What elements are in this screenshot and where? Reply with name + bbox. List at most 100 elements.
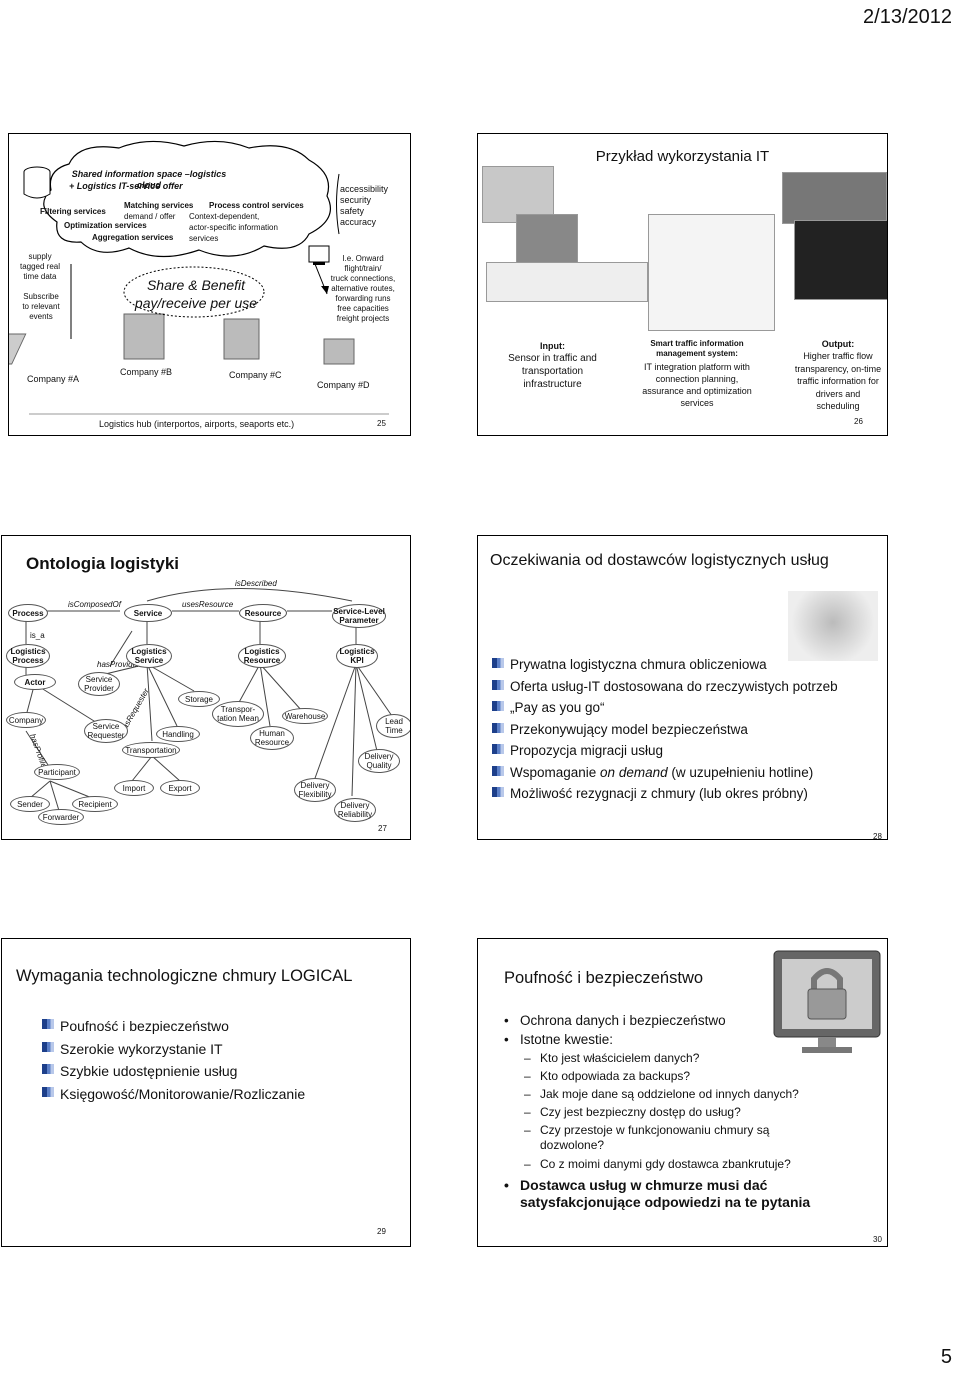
node-recipient: Recipient — [72, 796, 118, 812]
context-label: Context-dependent, — [189, 212, 260, 221]
edge-usesresource: usesResource — [182, 600, 234, 609]
sub-bullet-3: –Jak moje dane są oddzielone od innych d… — [524, 1087, 799, 1101]
page-number: 5 — [940, 1346, 952, 1368]
edge-iscomposedof: isComposedOf — [68, 600, 121, 609]
right-bottom-7: freight projects — [336, 314, 390, 323]
slide-number-27: 27 — [378, 824, 387, 833]
node-transport-means: Transpor-tation Mean — [212, 701, 264, 727]
node-warehouse: Warehouse — [282, 708, 328, 724]
node-company: Company — [6, 712, 46, 728]
aggregation-label: Aggregation services — [92, 233, 174, 242]
slide-28-bullets: Prywatna logistyczna chmura obliczeniowa… — [492, 654, 838, 805]
process-control-label: Process control services — [209, 201, 304, 210]
sub-bullet-1: –Kto jest właścicielem danych? — [524, 1051, 700, 1065]
slide-30: Poufność i bezpieczeństwo •Ochrona danyc… — [477, 938, 888, 1247]
node-resource: Resource — [239, 604, 287, 622]
sub-bullet-5: –Czy przestoje w funkcjonowaniu chmury s… — [524, 1123, 770, 1152]
bullet-2: Oferta usług-IT dostosowana do rzeczywis… — [492, 676, 838, 698]
sub-bullets: –Kto jest właścicielem danych? –Kto odpo… — [504, 1049, 804, 1173]
smart-title: Smart traffic information management sys… — [650, 339, 744, 358]
node-logistics-resource: Logistics Resource — [238, 644, 286, 668]
bullet-1: Prywatna logistyczna chmura obliczeniowa — [492, 654, 838, 676]
filtering-label: Filtering services — [40, 207, 106, 216]
node-process: Process — [8, 604, 48, 622]
sub-bullet-4-text: Czy jest bezpieczny dostęp do usług? — [540, 1105, 741, 1119]
slide-28-title: Oczekiwania od dostawców logistycznych u… — [490, 552, 829, 569]
slide-27-title: Ontologia logistyki — [26, 554, 180, 573]
right-bottom-5: forwarding runs — [335, 294, 391, 303]
lock-monitor-image — [770, 949, 885, 1057]
satellite-image — [516, 214, 578, 271]
share-benefit: Share & Benefit pay/receive per use — [121, 276, 271, 312]
right-top-3: safety — [340, 206, 365, 216]
actor-specific-label: actor-specific information — [189, 223, 278, 232]
bullet-1: •Ochrona danych i bezpieczeństwo — [504, 1013, 726, 1028]
node-export: Export — [160, 780, 200, 796]
right-top-2: security — [340, 195, 372, 205]
slide-30-title: Poufność i bezpieczeństwo — [504, 969, 704, 987]
node-service-provider: Service Provider — [78, 672, 120, 696]
sub-bullet-6-text: Co z moimi danymi gdy dostawca zbankrutu… — [540, 1157, 791, 1171]
sub-bullet-5-text: Czy przestoje w funkcjonowaniu chmury są… — [540, 1123, 770, 1152]
node-actor: Actor — [14, 674, 56, 690]
node-participant: Participant — [34, 764, 80, 780]
road-sign-image — [782, 172, 887, 224]
node-lead-time: Lead Time — [376, 714, 410, 738]
bullet-4: Księgowość/Monitorowanie/Rozliczanie — [42, 1083, 305, 1106]
bullet-2-text: Istotne kwestie: — [520, 1032, 614, 1047]
slide-29-bullets: Poufność i bezpieczeństwo Szerokie wykor… — [42, 1015, 305, 1105]
slide-29: Wymagania technologiczne chmury LOGICAL … — [1, 938, 411, 1247]
supply-line-3: time data — [23, 272, 57, 281]
input-title: Input: — [540, 341, 565, 351]
demand-offer-label: demand / offer — [124, 212, 176, 221]
right-bottom-2: flight/train/ — [344, 264, 382, 273]
right-top-1: accessibility — [340, 184, 389, 194]
node-import: Import — [114, 780, 154, 796]
cloud-servers-image — [788, 591, 878, 661]
sensor-image — [486, 262, 648, 302]
smart-block: Smart traffic information management sys… — [638, 339, 756, 409]
node-delivery-flexibility: Delivery Flexibility — [294, 778, 336, 802]
bullet-2: •Istotne kwestie: — [504, 1032, 614, 1047]
lock-icon — [773, 950, 881, 1053]
isa-label: is_a — [30, 631, 45, 640]
traffic-map-image — [794, 220, 887, 300]
bullet-4: Przekonywujący model bezpieczeństwa — [492, 719, 838, 741]
node-service: Service — [124, 604, 172, 622]
bullet-3: •Dostawca usług w chmurze musi dać satys… — [504, 1177, 811, 1210]
bullet-6-c: (w uzupełnieniu hotline) — [667, 764, 814, 780]
node-storage: Storage — [178, 691, 220, 707]
node-transportation: Transportation — [122, 742, 180, 758]
input-block: Input: Sensor in traffic and transportat… — [500, 341, 605, 391]
node-logistics-kpi: Logistics KPI — [336, 644, 378, 668]
optimization-label: Optimization services — [64, 221, 147, 230]
bullet-6: Wspomaganie on demand (w uzupełnieniu ho… — [492, 762, 838, 784]
bullet-1: Poufność i bezpieczeństwo — [42, 1015, 305, 1038]
output-text: Higher traffic flow transparency, on-tim… — [794, 351, 882, 411]
bullet-3: Szybkie udostępnienie usług — [42, 1060, 305, 1083]
supply-line-2: tagged real — [19, 262, 61, 271]
input-text: Sensor in traffic and transportation inf… — [508, 353, 597, 390]
slide-29-title: Wymagania technologiczne chmury LOGICAL — [16, 967, 353, 985]
node-service-requester: Service Requester — [84, 719, 128, 743]
matching-label: Matching services — [124, 201, 194, 210]
slide-number-28: 28 — [873, 832, 882, 840]
sub-bullet-2-text: Kto odpowiada za backups? — [540, 1069, 691, 1083]
right-top-list: accessibility security safety accuracy — [340, 184, 388, 228]
sub-bullet-2: –Kto odpowiada za backups? — [524, 1069, 691, 1083]
slide-25: Shared information space –logistics clou… — [8, 133, 411, 436]
right-bottom-3: truck connections, — [330, 274, 396, 283]
bullet-3-text: Dostawca usług w chmurze musi dać satysf… — [520, 1177, 811, 1210]
output-title: Output: — [821, 339, 855, 349]
output-block: Output: Higher traffic flow transparency… — [793, 339, 883, 413]
slide-28: Oczekiwania od dostawców logistycznych u… — [477, 535, 888, 840]
cloud-title-2: + Logistics IT-service offer — [69, 181, 183, 191]
bullet-7: Możliwość rezygnacji z chmury (lub okres… — [492, 783, 838, 805]
node-delivery-reliability: Delivery Reliability — [334, 798, 376, 822]
company-a: Company #A — [27, 374, 80, 384]
bullet-6-a: Wspomaganie — [510, 764, 601, 780]
page-date: 2/13/2012 — [863, 6, 952, 28]
sub-bullet-1-text: Kto jest właścicielem danych? — [540, 1051, 700, 1065]
sub-bullet-3-text: Jak moje dane są oddzielone od innych da… — [540, 1087, 799, 1101]
node-logistics-process: Logistics Process — [6, 644, 50, 668]
